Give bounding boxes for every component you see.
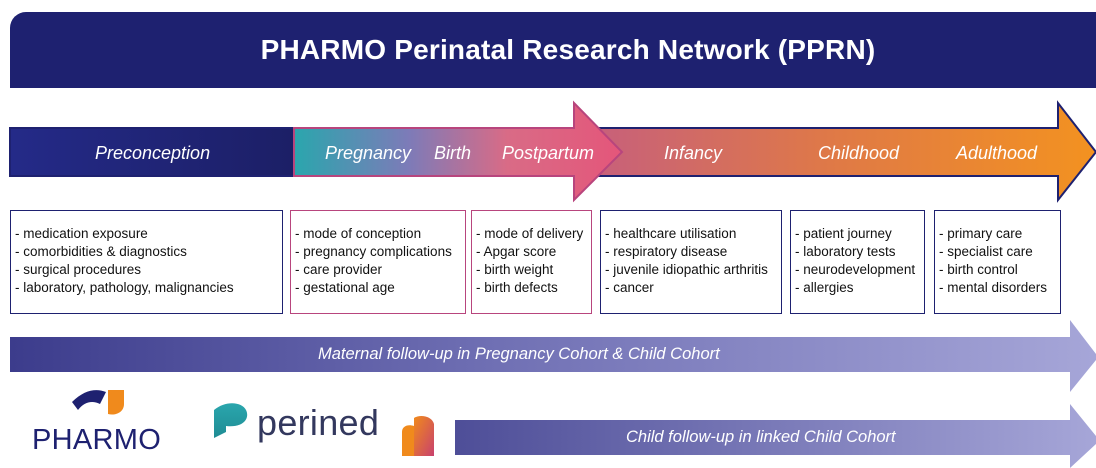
list-item: - healthcare utilisation bbox=[605, 226, 737, 241]
page-title: PHARMO Perinatal Research Network (PPRN) bbox=[260, 34, 876, 65]
list-item: - mental disorders bbox=[939, 280, 1048, 295]
child-followup-label: Child follow-up in linked Child Cohort bbox=[626, 428, 896, 446]
list-item: - pregnancy complications bbox=[295, 244, 452, 259]
box-pregnancy: - mode of conception - pregnancy complic… bbox=[290, 210, 466, 314]
phase-pregnancy: Pregnancy bbox=[325, 143, 412, 163]
list-item: - birth control bbox=[939, 262, 1018, 277]
list-item: - mode of delivery bbox=[476, 226, 584, 241]
phase-preconception: Preconception bbox=[95, 143, 211, 163]
list-item: - birth defects bbox=[476, 280, 558, 295]
perined-p-icon bbox=[214, 403, 248, 438]
list-item: - surgical procedures bbox=[15, 262, 142, 277]
list-item: - mode of conception bbox=[295, 226, 422, 241]
perined-mark-icon bbox=[402, 416, 434, 456]
list-item: - juvenile idiopathic arthritis bbox=[605, 262, 768, 277]
list-item: - medication exposure bbox=[15, 226, 148, 241]
pharmo-logo-text: PHARMO bbox=[32, 424, 162, 456]
child-followup-arrow bbox=[455, 404, 1096, 468]
list-item: - allergies bbox=[795, 280, 854, 295]
list-item: - comorbidities & diagnostics bbox=[15, 244, 187, 259]
list-item: - birth weight bbox=[476, 262, 554, 277]
phase-infancy: Infancy bbox=[664, 143, 723, 163]
box-childhood: - patient journey - laboratory tests - n… bbox=[790, 210, 925, 314]
phase-childhood: Childhood bbox=[818, 143, 900, 163]
title-banner: PHARMO Perinatal Research Network (PPRN) bbox=[10, 12, 1096, 88]
list-item: - Apgar score bbox=[476, 244, 557, 259]
box-adulthood: - primary care - specialist care - birth… bbox=[934, 210, 1061, 314]
list-item: - laboratory, pathology, malignancies bbox=[15, 280, 234, 295]
phase-postpartum: Postpartum bbox=[502, 143, 595, 163]
pharmo-logo-icon bbox=[72, 390, 124, 415]
list-item: - gestational age bbox=[295, 280, 395, 295]
phase-adulthood: Adulthood bbox=[956, 143, 1038, 163]
list-item: - neurodevelopment bbox=[795, 262, 916, 277]
list-item: - patient journey bbox=[795, 226, 892, 241]
box-preconception: - medication exposure - comorbidities & … bbox=[10, 210, 283, 314]
box-infancy: - healthcare utilisation - respiratory d… bbox=[600, 210, 782, 314]
list-item: - laboratory tests bbox=[795, 244, 896, 259]
list-item: - care provider bbox=[295, 262, 383, 277]
maternal-followup-arrow bbox=[10, 320, 1096, 392]
pregnancy-postpartum-arrow bbox=[293, 100, 624, 203]
list-item: - respiratory disease bbox=[605, 244, 728, 259]
box-birth-postpartum: - mode of delivery - Apgar score - birth… bbox=[471, 210, 592, 314]
list-item: - cancer bbox=[605, 280, 654, 295]
list-item: - primary care bbox=[939, 226, 1023, 241]
perined-logo-text: perined bbox=[257, 402, 380, 443]
phase-birth: Birth bbox=[434, 143, 472, 163]
infancy-adulthood-arrow bbox=[584, 100, 1096, 203]
maternal-followup-label: Maternal follow-up in Pregnancy Cohort &… bbox=[318, 345, 720, 363]
list-item: - specialist care bbox=[939, 244, 1033, 259]
